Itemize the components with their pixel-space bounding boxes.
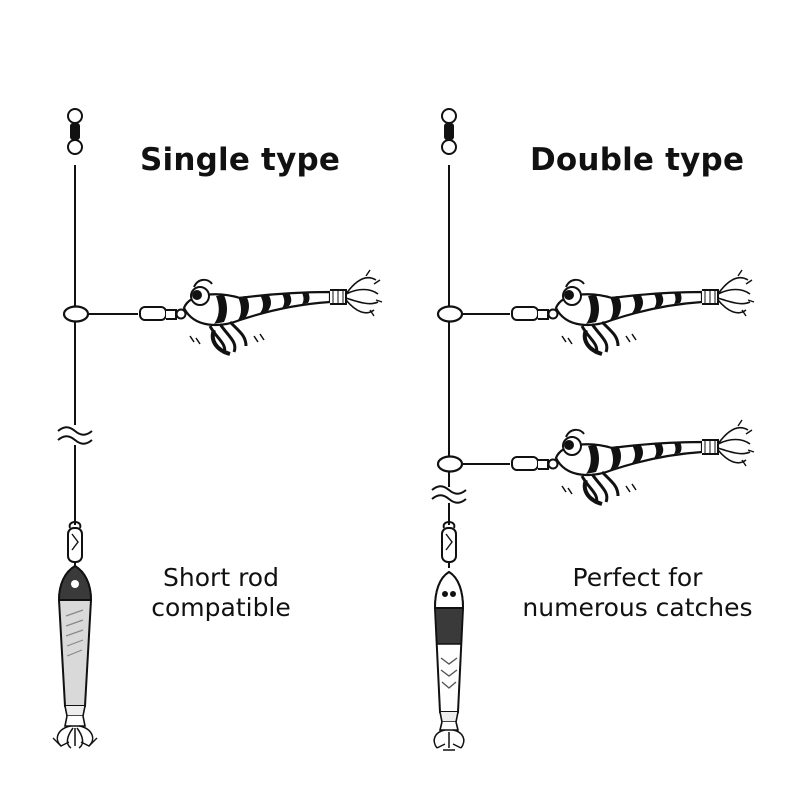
single-type-caption: Short rod compatible (121, 563, 321, 623)
swivel-icon (441, 108, 457, 155)
swivel-icon (67, 108, 83, 155)
shrimp-lure-icon (138, 268, 384, 356)
caption-line-1: Short rod (163, 563, 279, 592)
bead-icon (436, 305, 464, 323)
caption-line-1: Perfect for (572, 563, 703, 592)
line-break-icon (431, 485, 467, 504)
double-type-caption: Perfect for numerous catches (495, 563, 780, 623)
bead-icon (436, 455, 464, 473)
squid-jig-icon (52, 564, 98, 749)
bead-icon (62, 305, 90, 323)
caption-line-2: numerous catches (522, 593, 753, 622)
double-rig (431, 108, 756, 751)
snap-icon (441, 521, 457, 569)
shrimp-lure-icon (510, 418, 756, 506)
single-type-title: Single type (140, 142, 341, 178)
snap-icon (67, 521, 83, 569)
shrimp-lure-icon (510, 268, 756, 356)
squid-jig-icon (433, 570, 465, 751)
line-break-icon (57, 426, 93, 445)
double-type-title: Double type (530, 142, 745, 178)
single-rig (52, 108, 384, 749)
caption-line-2: compatible (151, 593, 291, 622)
